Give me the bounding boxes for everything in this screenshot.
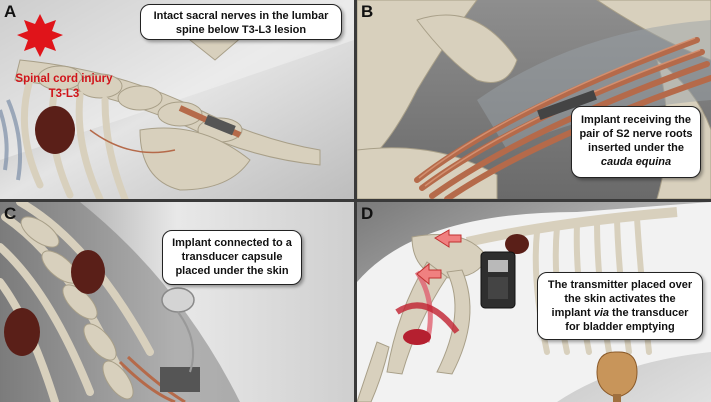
panel-b-caption-text: Implant receiving the pair of S2 nerve r… <box>579 114 693 154</box>
panel-c-caption: Implant connected to a transducer capsul… <box>162 230 302 285</box>
arrow-icon <box>416 262 442 286</box>
panel-a-caption: Intact sacral nerves in the lumbar spine… <box>140 4 342 40</box>
panel-b-letter: B <box>361 2 374 21</box>
injury-label-line2: T3-L3 <box>48 88 80 100</box>
panel-d-caption: The transmitter placed over the skin act… <box>537 272 703 340</box>
panel-a-letter: A <box>4 2 17 21</box>
panel-b-caption: Implant receiving the pair of S2 nerve r… <box>571 106 701 178</box>
panel-d-caption-italic: via <box>593 307 609 319</box>
injury-label: Spinal cord injury T3-L3 <box>4 72 124 102</box>
panel-b-caption-italic: cauda equina <box>600 156 672 168</box>
panel-d-caption-text1: The transmitter placed over the skin act… <box>547 279 693 319</box>
panel-d-illustration <box>357 202 711 402</box>
panel-d: D The transmitter placed over the skin a… <box>357 202 711 402</box>
arrow-icon <box>434 229 462 248</box>
panel-c-letter: C <box>4 204 17 223</box>
panel-b: B Implant receiving the pair of S2 nerve… <box>357 0 711 199</box>
panel-c: C Implant connected to a transducer caps… <box>0 202 354 402</box>
panel-a: A Intact sacral nerves in the lumbar spi… <box>0 0 354 199</box>
injury-star-icon <box>17 14 63 57</box>
bladder-icon <box>596 351 638 397</box>
panel-d-letter: D <box>361 204 374 223</box>
injury-label-line1: Spinal cord injury <box>15 73 113 85</box>
panel-d-caption-text2: the transducer for bladder emptying <box>565 307 689 333</box>
